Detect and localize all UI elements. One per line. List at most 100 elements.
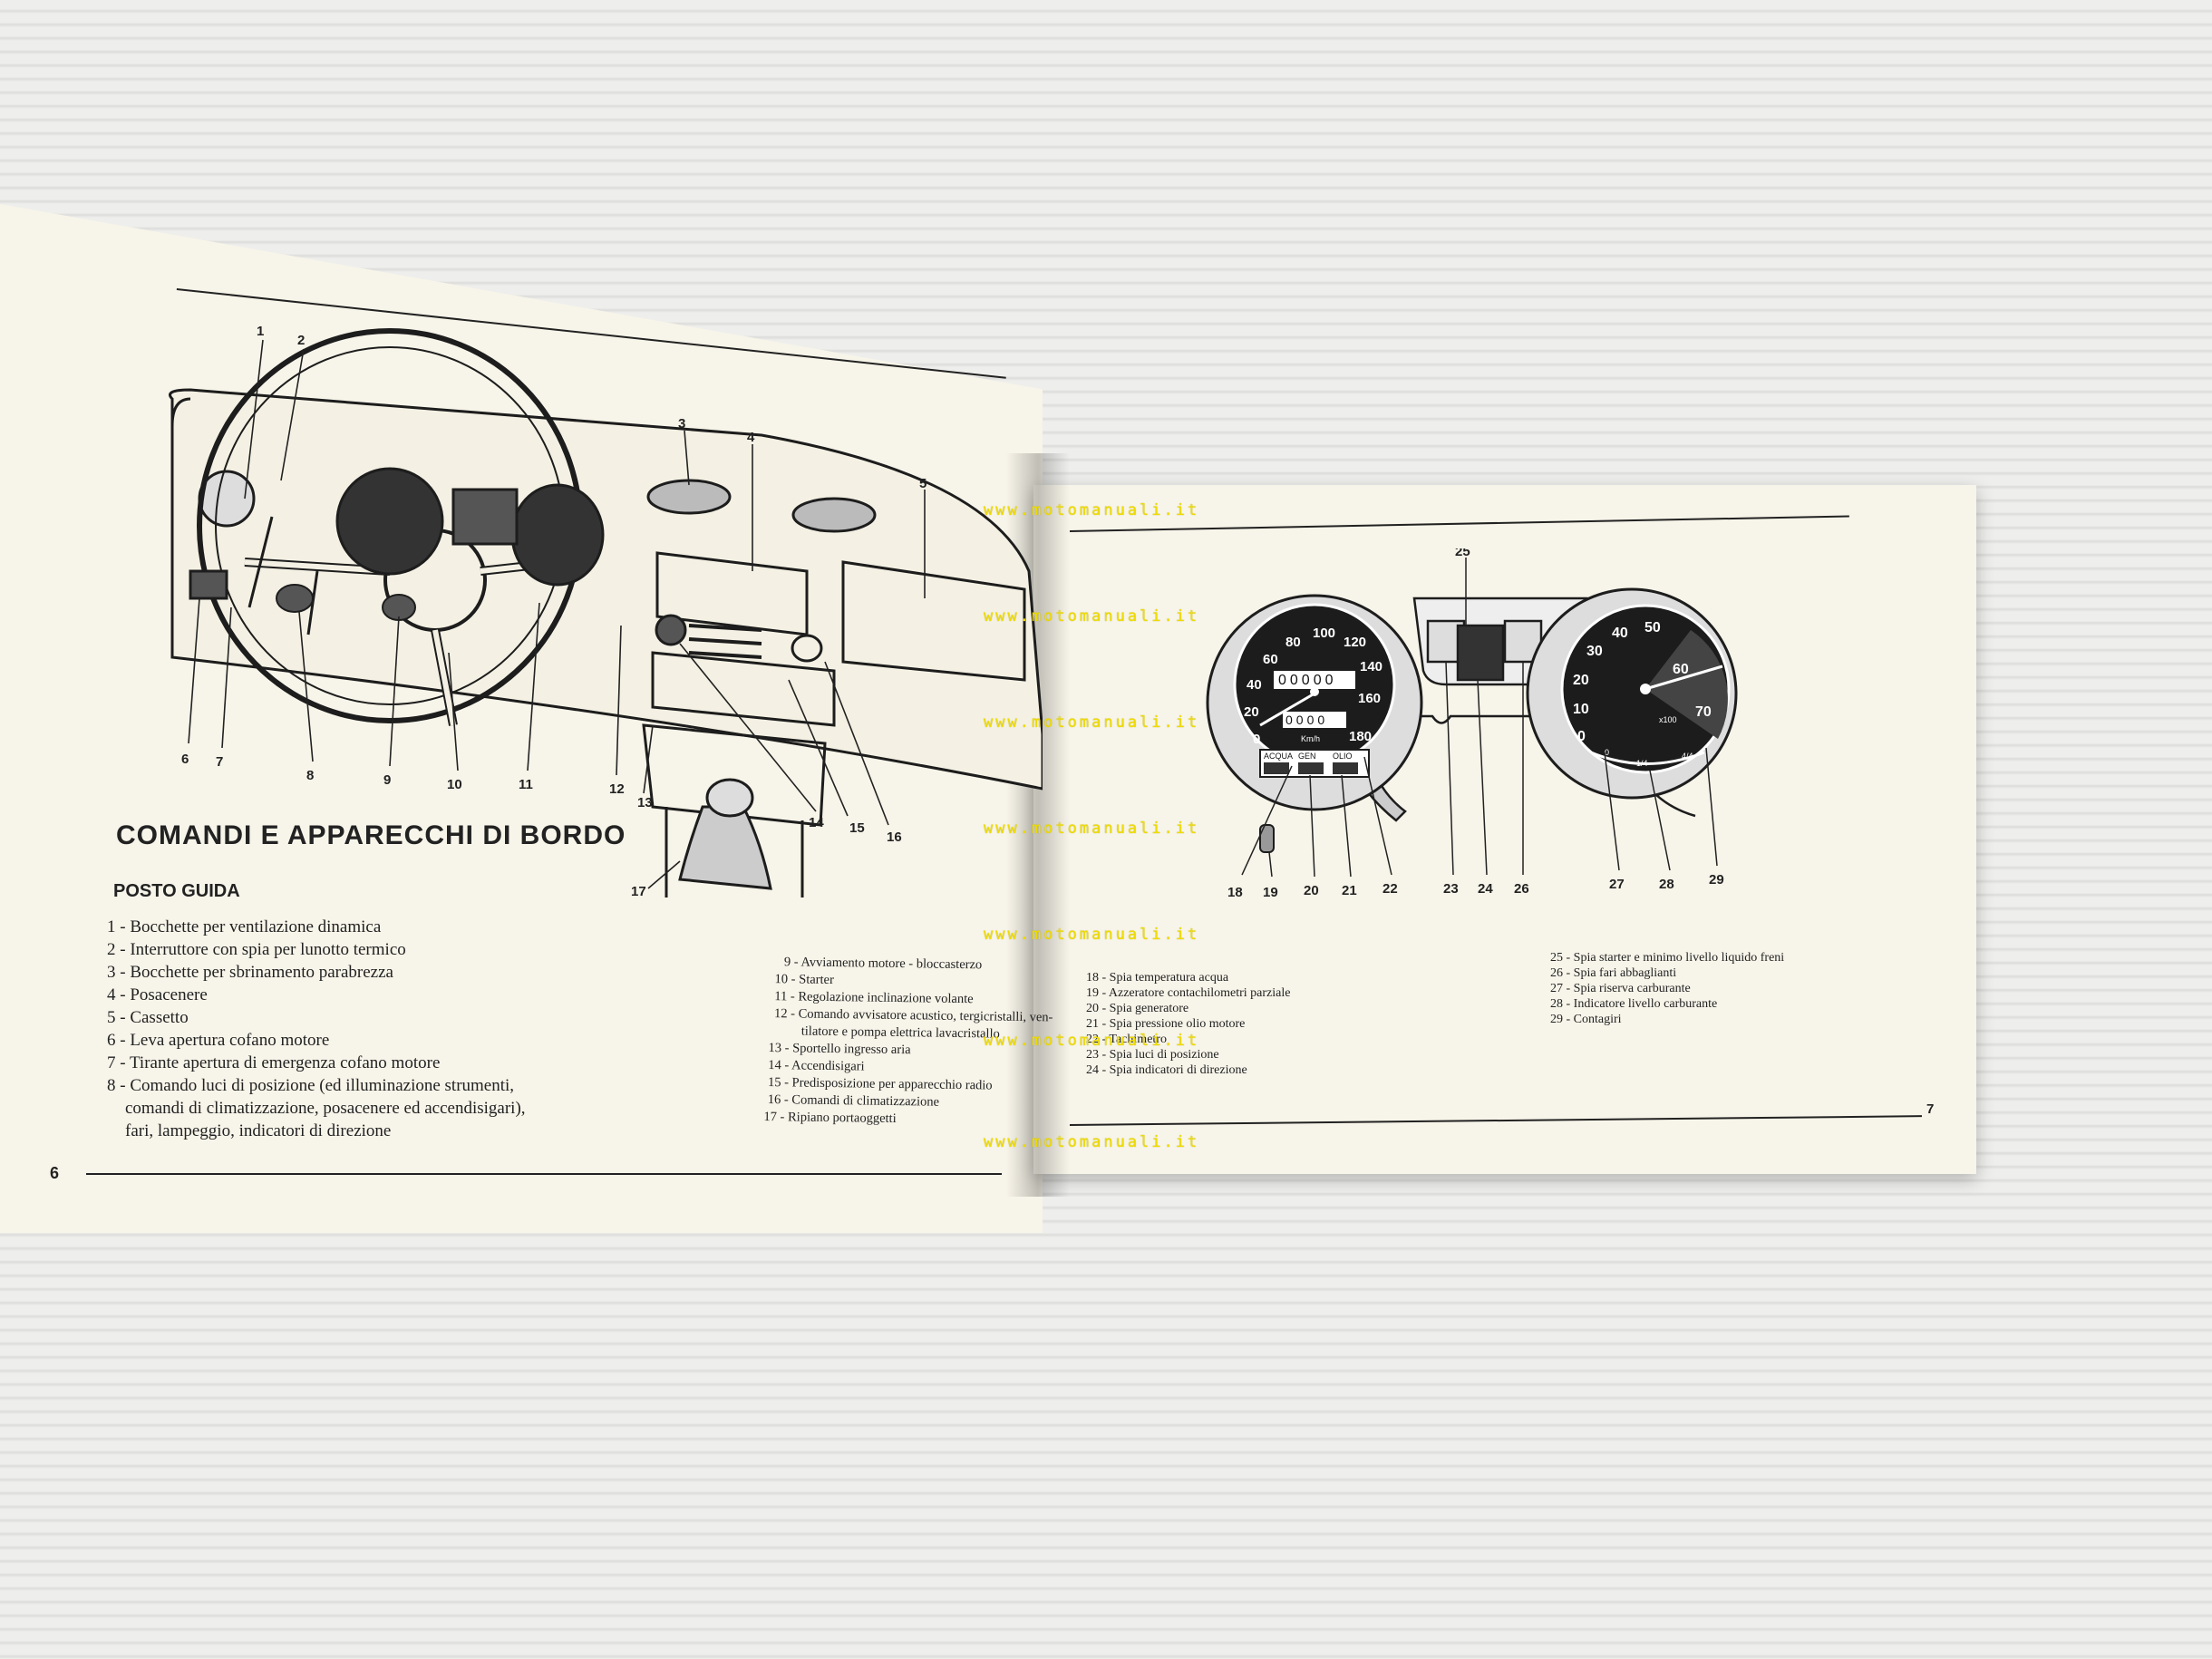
fuel-full: 4/4: [1682, 752, 1693, 761]
legend-item: fari, lampeggio, indicatori di direzione: [125, 1121, 392, 1140]
tick: 60: [1673, 662, 1689, 677]
callout-22: 22: [1382, 881, 1398, 897]
watermark: www.motomanuali.it: [984, 501, 1200, 519]
legend-item: 2 - Interruttore con spia per lunotto te…: [107, 940, 406, 959]
warning-olio: OLIO: [1333, 752, 1353, 761]
callout-12: 12: [609, 781, 625, 797]
callout-19: 19: [1263, 885, 1278, 900]
trip-reset-knob: [1259, 824, 1275, 853]
callout-28: 28: [1659, 877, 1674, 892]
tick: 40: [1612, 626, 1628, 641]
legend-item: 5 - Cassetto: [107, 1008, 189, 1027]
callout-25: 25: [1455, 548, 1470, 559]
callout-18: 18: [1227, 885, 1243, 900]
tach-unit: x100: [1659, 715, 1677, 724]
defrost-vent-right: [791, 497, 877, 533]
dashboard-callouts: 1 2 3 4 5 6 7 8 9 10 11 12 13 14 15 16 1…: [181, 324, 927, 897]
trip-counter: 0000: [1285, 713, 1328, 727]
glovebox: [841, 560, 1026, 682]
watermark: www.motomanuali.it: [984, 820, 1200, 838]
legend-item: 22 - Tachimetro: [1086, 1033, 1167, 1046]
tick: 0: [1253, 732, 1260, 747]
section-subtitle: POSTO GUIDA: [113, 881, 240, 901]
callout-8: 8: [306, 768, 314, 783]
gear-lever: [678, 805, 772, 890]
legend-item: 27 - Spia riserva carburante: [1550, 982, 1691, 995]
callout-20: 20: [1304, 883, 1319, 898]
tick: 180: [1349, 729, 1372, 744]
legend-item: 28 - Indicatore livello carburante: [1550, 997, 1718, 1011]
callout-13: 13: [637, 795, 653, 810]
speed-unit: Km/h: [1301, 734, 1320, 743]
warning-acqua: ACQUA: [1264, 752, 1293, 761]
legend-item: 26 - Spia fari abbaglianti: [1550, 966, 1677, 980]
tick: 60: [1263, 652, 1278, 667]
legend-item: 21 - Spia pressione olio motore: [1086, 1017, 1246, 1031]
callout-7: 7: [216, 754, 223, 770]
legend-item: 25 - Spia starter e minimo livello liqui…: [1550, 951, 1785, 965]
left-page-number: 6: [50, 1164, 60, 1182]
tick: 70: [1695, 704, 1712, 720]
callout-6: 6: [181, 752, 189, 767]
watermark: www.motomanuali.it: [984, 1133, 1200, 1151]
right-page-number: 7: [1926, 1101, 1935, 1117]
callout-10: 10: [447, 777, 462, 792]
fuel-empty: 0: [1605, 748, 1609, 757]
callout-9: 9: [383, 772, 391, 788]
odometer: 00000: [1278, 673, 1337, 688]
callout-4: 4: [747, 430, 755, 445]
legend-item: 20 - Spia generatore: [1086, 1002, 1189, 1015]
fuel-quarter: 1/4: [1636, 759, 1648, 768]
tick: 140: [1360, 659, 1382, 674]
callout-29: 29: [1709, 872, 1724, 888]
tick: 40: [1247, 677, 1262, 693]
tick: 100: [1313, 626, 1335, 641]
callout-14: 14: [809, 815, 824, 830]
tick: 160: [1358, 691, 1381, 706]
tick: 30: [1586, 644, 1603, 659]
speed-ticks: 0 20 40 60 80 100 120 140 160 180: [1244, 626, 1382, 747]
tick: 0: [1577, 729, 1586, 744]
defrost-vent-left: [646, 479, 732, 515]
warning-gen: GEN: [1298, 752, 1316, 761]
callout-26: 26: [1514, 881, 1529, 897]
callout-24: 24: [1478, 881, 1493, 897]
tick: 120: [1344, 635, 1366, 650]
watermark: www.motomanuali.it: [984, 1032, 1200, 1050]
legend-item: 23 - Spia luci di posizione: [1086, 1048, 1219, 1062]
tick: 80: [1285, 635, 1301, 650]
callout-11: 11: [519, 777, 533, 792]
callout-5: 5: [919, 476, 927, 491]
callout-16: 16: [887, 830, 902, 845]
dash-speedo: [335, 467, 444, 576]
cluster-callouts: 18 19 20 21 22 23 24 25 26 27 28 29: [1227, 548, 1724, 900]
section-title: COMANDI E APPARECCHI DI BORDO: [116, 820, 626, 850]
left-bottom-rule: [86, 1173, 1002, 1175]
callout-17: 17: [631, 884, 646, 897]
tach-ticks: 0 10 20 30 40 50 60 70: [1573, 620, 1712, 744]
tachometer: x100 0 10 20 30 40 50 60 70 0 1/4 4/4: [1526, 587, 1738, 800]
callout-23: 23: [1443, 881, 1459, 897]
legend-item: 19 - Azzeratore contachilometri parziale: [1086, 986, 1291, 1000]
legend-item: 3 - Bocchette per sbrinamento parabrezza: [107, 963, 393, 982]
legend-item: 6 - Leva apertura cofano motore: [107, 1031, 330, 1050]
callout-1: 1: [257, 324, 264, 339]
right-legend-column-1: 18 - Spia temperatura acqua 19 - Azzerat…: [1086, 970, 1290, 1078]
watermark: www.motomanuali.it: [984, 607, 1200, 626]
tick: 20: [1244, 704, 1259, 720]
tick: 20: [1573, 673, 1589, 688]
dashboard-diagram: 1 2 3 4 5 6 7 8 9 10 11 12 13 14 15 16 1…: [169, 324, 1043, 897]
right-legend-column-2: 25 - Spia starter e minimo livello liqui…: [1550, 950, 1784, 1027]
legend-item: 24 - Spia indicatori di direzione: [1086, 1063, 1247, 1077]
instrument-cluster-diagram: 00000 0000 Km/h 0 20 40 60 80 100 120 14…: [1206, 548, 1738, 900]
legend-item: comandi di climatizzazione, posacenere e…: [125, 1099, 526, 1118]
speedometer: 00000 0000 Km/h 0 20 40 60 80 100 120 14…: [1206, 594, 1423, 811]
legend-item: 8 - Comando luci di posizione (ed illumi…: [107, 1076, 515, 1095]
callout-21: 21: [1342, 883, 1357, 898]
callout-15: 15: [849, 820, 865, 836]
legend-item: 29 - Contagiri: [1550, 1013, 1622, 1026]
tick: 50: [1644, 620, 1661, 635]
warning-light-24: [1456, 624, 1505, 682]
legend-item: 18 - Spia temperatura acqua: [1086, 971, 1229, 985]
watermark: www.motomanuali.it: [984, 926, 1200, 944]
